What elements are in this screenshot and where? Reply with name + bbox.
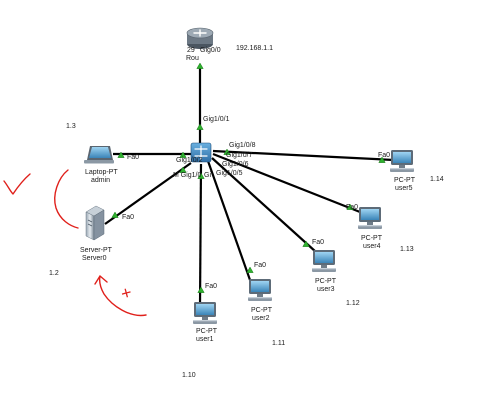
server-port-label: Fa0 xyxy=(122,214,134,221)
switch-port-user1-label: Gi xyxy=(204,172,211,179)
user2-port-label: Fa0 xyxy=(254,262,266,269)
curved-arrow-annotation-bottom xyxy=(94,275,147,317)
switch-port-admin-label: Gig1/0/2 xyxy=(176,157,203,164)
user2-type-label: PC-PT xyxy=(251,307,273,314)
user4-name-label: user4 xyxy=(363,243,381,250)
user3-name-label: user3 xyxy=(317,286,335,293)
user4-port-label: Fa0 xyxy=(346,204,358,211)
pc-user2[interactable] xyxy=(248,279,272,301)
switch-port-user3-label: Gig1/0/6 xyxy=(222,161,249,168)
links xyxy=(104,65,395,307)
port-indicators xyxy=(111,62,386,293)
link-server-switch xyxy=(104,162,192,225)
pc-user3[interactable] xyxy=(312,250,336,272)
plus-annotation: + xyxy=(119,282,134,304)
link-user2-switch xyxy=(206,160,252,281)
user1-ip-label: 1.10 xyxy=(182,372,196,379)
link-user1-switch xyxy=(198,163,203,307)
user5-type-label: PC-PT xyxy=(394,177,416,184)
user1-port-label: Fa0 xyxy=(205,283,217,290)
router-name-line1: 29 xyxy=(187,47,195,54)
admin-port-label: Fa0 xyxy=(127,154,139,161)
router-ip-label: 192.168.1.1 xyxy=(236,45,273,52)
port-up-icon-switch-uplink xyxy=(196,123,204,130)
pc-user5[interactable] xyxy=(390,150,414,172)
user4-ip-label: 1.13 xyxy=(400,246,414,253)
multilayer-switch[interactable] xyxy=(190,142,212,163)
router-port-label: Gig0/0 xyxy=(200,47,221,54)
port-up-icon-user1 xyxy=(197,286,205,293)
server-name-label: Server0 xyxy=(82,255,107,262)
user2-ip-label: 1.11 xyxy=(272,340,285,347)
user3-type-label: PC-PT xyxy=(315,278,337,285)
link-user5-switch xyxy=(212,149,395,162)
router-name-line2: Rou xyxy=(186,55,199,62)
laptop-admin[interactable] xyxy=(84,146,114,164)
user5-name-label: user5 xyxy=(395,185,413,192)
port-up-icon-user2 xyxy=(246,266,254,273)
switch-port-user4-label: Gig1/0/7 xyxy=(226,152,253,159)
handwritten-annotations xyxy=(3,169,147,317)
user5-port-label: Fa0 xyxy=(378,152,390,159)
switch-port-user5-label: Gig1/0/8 xyxy=(229,142,256,149)
server-server0[interactable] xyxy=(85,205,105,241)
user3-port-label: Fa0 xyxy=(312,239,324,246)
link-user3-switch xyxy=(211,157,317,253)
switch-port-server-label: M Gig1/0 xyxy=(173,172,202,179)
user3-ip-label: 1.12 xyxy=(346,300,360,307)
router-arrows-icon xyxy=(193,29,207,37)
user1-name-label: user1 xyxy=(196,336,214,343)
curved-arrow-annotation-top xyxy=(54,169,79,229)
user5-ip-label: 1.14 xyxy=(430,176,444,183)
server-type-label: Server-PT xyxy=(80,247,113,254)
user4-type-label: PC-PT xyxy=(361,235,383,242)
pc-user4[interactable] xyxy=(358,207,382,229)
admin-name-label: admin xyxy=(91,177,110,184)
pc-user1[interactable] xyxy=(193,302,217,324)
user2-name-label: user2 xyxy=(252,315,270,322)
server-ip-label: 1.2 xyxy=(49,270,59,277)
admin-type-label: Laptop-PT xyxy=(85,169,118,176)
switch-port-user2-label: Gig1/0/5 xyxy=(216,170,243,177)
port-up-icon-router xyxy=(196,62,204,69)
user1-type-label: PC-PT xyxy=(196,328,218,335)
switch-uplink-port-label: Gig1/0/1 xyxy=(203,116,230,123)
link-user4-switch xyxy=(212,152,361,214)
admin-ip-label: 1.3 xyxy=(66,123,76,130)
router-device[interactable] xyxy=(186,27,214,49)
switch-arrows-icon xyxy=(194,145,208,160)
checkmark-annotation xyxy=(3,173,31,195)
